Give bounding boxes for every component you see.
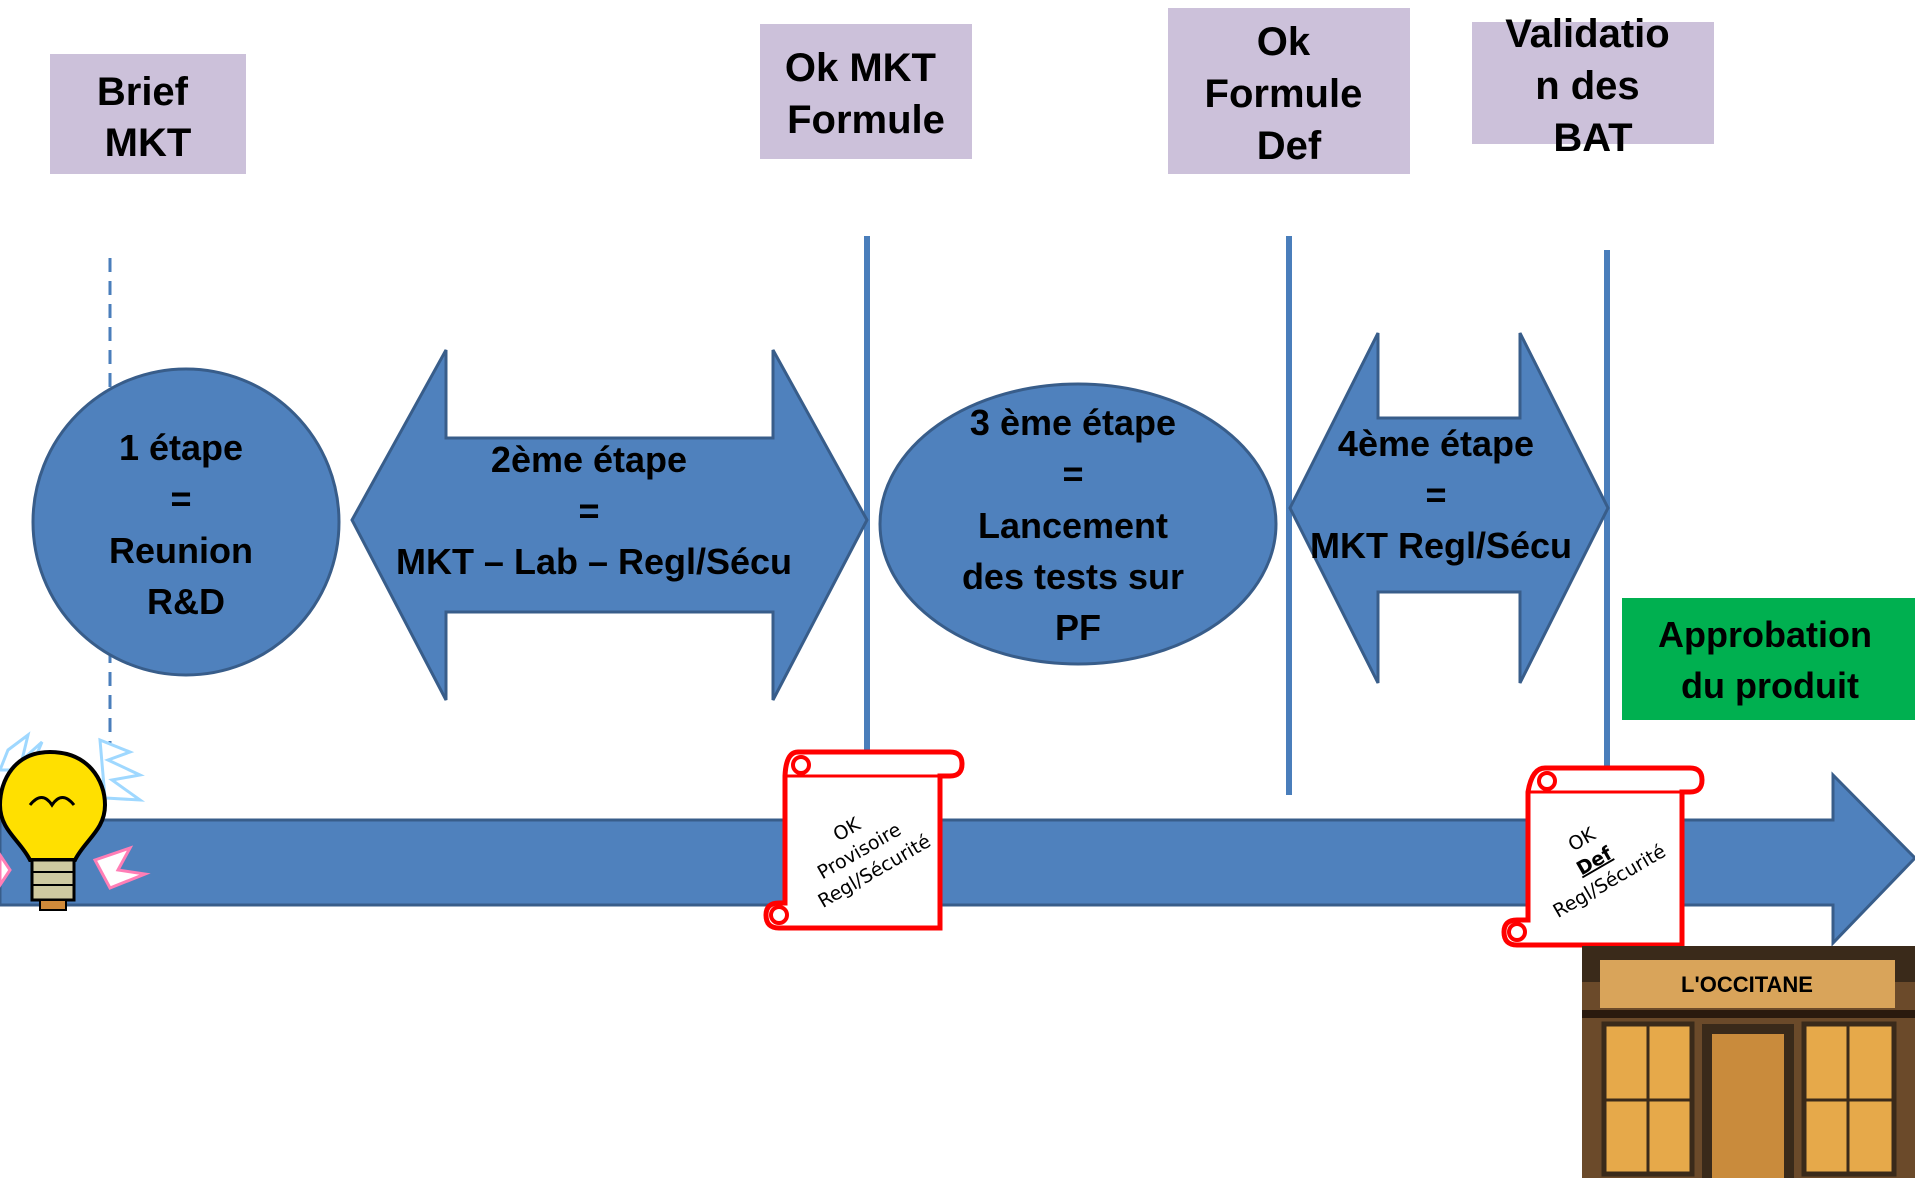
svg-text:Brief MKT: Brief MKT [97, 70, 199, 165]
milestone-validation-line-1: Validatio [1505, 12, 1670, 56]
step-3-line-5: PF [1055, 607, 1101, 648]
milestone-validation-line-3: BAT [1553, 116, 1632, 160]
step-2-line-1: 2ème étape [491, 439, 687, 480]
milestone-brief: Brief MKT [50, 54, 246, 174]
step-4-line-2: = [1425, 474, 1446, 515]
milestone-ok-mkt-line-1: Ok MKT [785, 46, 936, 90]
milestone-validation-bat: Validatio n des BAT [1472, 12, 1714, 160]
approval-line-1: Approbation [1658, 614, 1872, 655]
milestone-ok-formule-line-2: Formule [1205, 72, 1363, 116]
milestone-ok-formule-def: Ok Formule Def [1168, 8, 1410, 174]
approval-line-2: du produit [1681, 665, 1859, 706]
lightbulb-icon [0, 731, 151, 911]
svg-text:Ok Formule Def: Ok Formule Def [1205, 20, 1374, 168]
scroll-provisoire: OK Provisoire Regl/Sécurité [763, 749, 965, 931]
step-1-line-2: = [170, 478, 191, 519]
timeline-arrow [0, 771, 1915, 947]
step-1-line-1: 1 étape [119, 427, 243, 468]
svg-text:Approbation du produit: Approbation du produit [1658, 614, 1882, 706]
storefront-photo: L'OCCITANE [1582, 946, 1915, 1178]
scroll-definitif: OK Def Regl/Sécurité [1501, 765, 1705, 948]
step-4-line-1: 4ème étape [1338, 423, 1534, 464]
milestone-validation-line-2: n des [1535, 64, 1639, 108]
svg-text:3 ème étape = Lanc: 3 ème étape = Lancement des tests sur PF [962, 402, 1194, 648]
step-1-circle: 1 étape = Reunion R&D [31, 367, 341, 677]
milestone-ok-mkt-line-2: Formule [787, 98, 945, 142]
step-3-ellipse: 3 ème étape = Lancement des tests sur PF [878, 382, 1278, 666]
step-1-line-3: Reunion [109, 530, 253, 571]
milestone-ok-formule-line-3: Def [1257, 124, 1322, 168]
svg-text:Ok MKT Formule: Ok MKT Formule [785, 46, 947, 142]
approval-box: Approbation du produit [1622, 598, 1915, 720]
step-2-line-3: MKT – Lab – Regl/Sécu [396, 541, 792, 582]
svg-text:2ème étape = MKT –: 2ème étape = MKT – Lab – Regl/Sécu [396, 439, 792, 582]
milestone-ok-mkt: Ok MKT Formule [760, 24, 972, 159]
svg-text:1 étape = Reunion: 1 étape = Reunion R&D [109, 427, 263, 622]
milestone-brief-line-2: MKT [105, 121, 192, 165]
step-4-line-3: MKT Regl/Sécu [1310, 525, 1572, 566]
store-sign-text: L'OCCITANE [1681, 972, 1813, 997]
svg-text:4ème étape = MKT R: 4ème étape = MKT Regl/Sécu [1310, 423, 1572, 566]
step-3-line-4: des tests sur [962, 556, 1184, 597]
svg-text:Validatio n des BA: Validatio n des BAT [1505, 12, 1681, 160]
step-3-line-2: = [1062, 453, 1083, 494]
milestone-ok-formule-line-1: Ok [1257, 20, 1311, 64]
step-4-double-arrow: 4ème étape = MKT Regl/Sécu [1288, 332, 1610, 684]
step-1-line-4: R&D [147, 581, 225, 622]
milestone-brief-line-1: Brief [97, 70, 189, 114]
step-3-line-3: Lancement [978, 505, 1168, 546]
step-2-double-arrow: 2ème étape = MKT – Lab – Regl/Sécu [350, 349, 869, 701]
step-3-line-1: 3 ème étape [970, 402, 1176, 443]
step-2-line-2: = [578, 490, 599, 531]
